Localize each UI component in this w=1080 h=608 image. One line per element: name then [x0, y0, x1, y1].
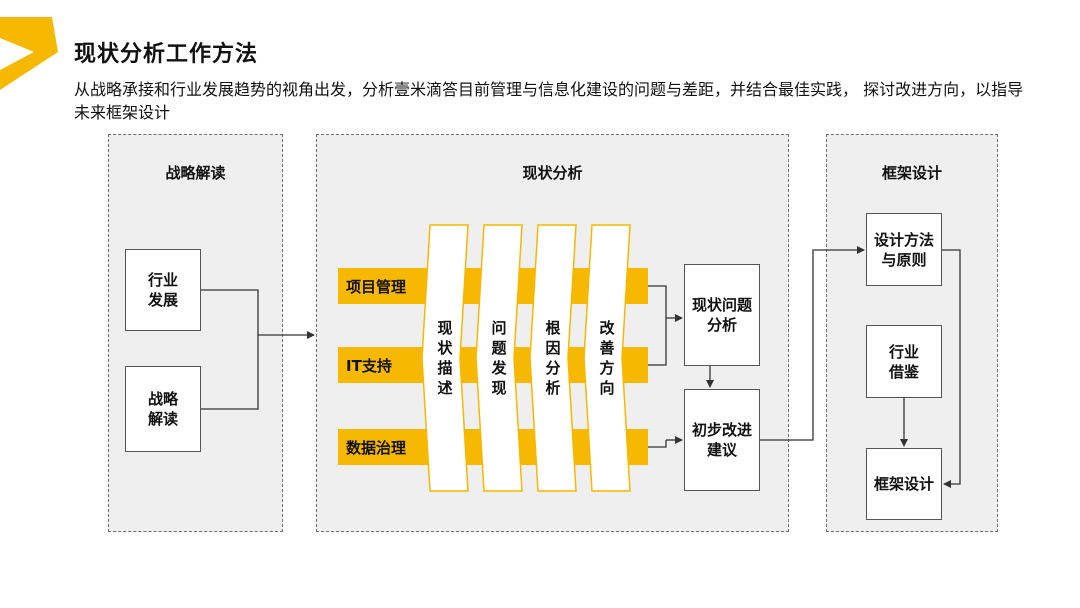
page-description: 从战略承接和行业发展趋势的视角出发，分析壹米滴答目前管理与信息化建设的问题与差距…: [74, 80, 1024, 122]
strategy-panel: [108, 134, 283, 532]
arrow-to-design-method: [760, 246, 865, 441]
connector-band-2: [648, 318, 667, 366]
industry-reference-box: 行业借鉴: [866, 325, 942, 398]
strategy-panel-title: 战略解读: [165, 164, 226, 182]
preliminary-improvement-box: 初步改进建议: [684, 389, 760, 491]
connector-band-3: [648, 440, 667, 448]
design-method-box: 设计方法与原则: [866, 213, 942, 286]
box-label: 框架设计: [873, 475, 934, 493]
column-shape-2: [475, 224, 523, 492]
column-shape-3: [529, 224, 577, 492]
page-title: 现状分析工作方法: [74, 42, 259, 67]
column-shape-1: [421, 224, 469, 492]
band-label: 数据治理: [346, 438, 407, 457]
connector-strategy-bottom: [201, 335, 259, 410]
column-root-cause-analysis: 根因分析: [545, 319, 561, 397]
industry-development-box: 行业发展: [125, 249, 201, 331]
box-label: 初步改进建议: [691, 421, 752, 459]
column-current-description: 现状描述: [437, 319, 453, 397]
band-label: IT支持: [346, 356, 392, 375]
box-label: 行业发展: [147, 271, 178, 309]
strategy-interpretation-box: 战略解读: [125, 366, 201, 452]
band-label: 项目管理: [346, 277, 407, 296]
connector-design-method-right: [942, 249, 961, 488]
framework-panel-title: 框架设计: [881, 164, 942, 182]
connector-band-1: [648, 285, 667, 318]
column-shape-4: [583, 224, 631, 492]
column-improvement-direction: 改善方向: [599, 319, 615, 397]
connector-strategy-top: [201, 289, 259, 335]
box-label: 现状问题分析: [691, 296, 752, 334]
box-label: 行业借鉴: [888, 342, 919, 381]
current-problem-analysis-box: 现状问题分析: [684, 264, 760, 366]
framework-design-box: 框架设计: [866, 448, 942, 520]
analysis-panel-title: 现状分析: [522, 164, 583, 182]
box-label: 战略解读: [147, 390, 178, 428]
column-problem-discovery: 问题发现: [491, 319, 507, 397]
box-label: 设计方法与原则: [873, 230, 934, 269]
